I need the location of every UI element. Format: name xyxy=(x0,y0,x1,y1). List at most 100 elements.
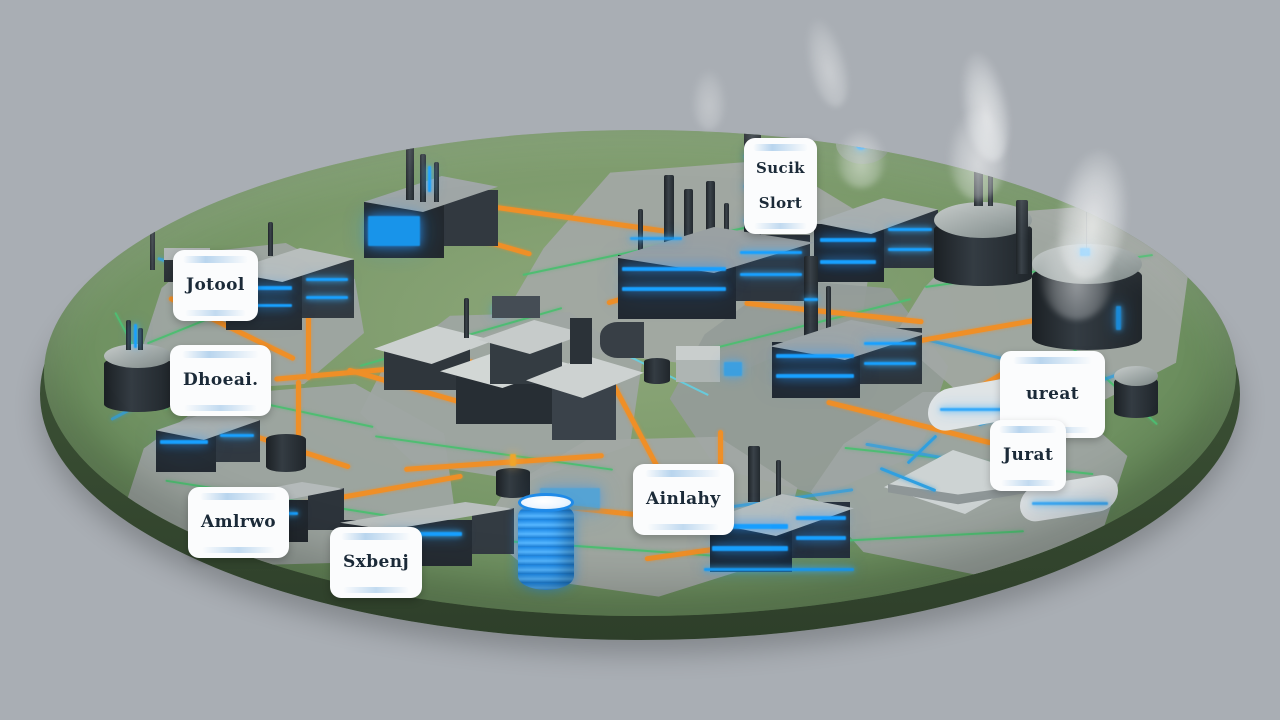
depot-face-right xyxy=(472,508,514,554)
campus-b1-face xyxy=(384,348,470,390)
refinery-stack-e xyxy=(638,209,643,261)
campus-wall xyxy=(600,322,644,358)
south-glow-4 xyxy=(796,536,846,540)
label-center-south[interactable]: Ainlahy xyxy=(633,464,734,535)
tank-body xyxy=(104,356,172,412)
depot-flare xyxy=(510,454,516,466)
pipeline-n-2 xyxy=(606,259,752,306)
east-ref-glow-3 xyxy=(864,342,916,345)
smoke-plume-tank-2 xyxy=(1040,230,1114,320)
campus-mast xyxy=(464,298,469,338)
label-east-yard[interactable]: Jurat xyxy=(990,420,1067,491)
east-ref-glow-1 xyxy=(776,354,854,358)
refinery-body-right xyxy=(736,235,810,301)
east-ref-face-left xyxy=(772,342,860,398)
pipeline-sw-2 xyxy=(275,473,463,512)
yard-pipe-a xyxy=(879,466,937,493)
silo-body xyxy=(518,502,574,590)
campus-b1-roof xyxy=(374,326,494,364)
small-plant-roof xyxy=(676,346,720,360)
label-text: Jurat xyxy=(1003,444,1054,465)
module-glow-2 xyxy=(820,260,876,264)
plant-glow-panel xyxy=(368,216,420,246)
label-text-line1: Sucik xyxy=(756,159,805,178)
vent-stack xyxy=(126,320,131,350)
tank-roof xyxy=(104,344,172,368)
small-plant-glow xyxy=(724,362,742,376)
complex-glow-3 xyxy=(306,278,348,281)
module-glow-4 xyxy=(888,248,932,251)
pipeline-n-1 xyxy=(480,202,670,235)
east-tower-1 xyxy=(804,256,818,340)
smoke-plume-mast xyxy=(797,14,857,112)
campus-tower-face xyxy=(570,318,592,364)
east-ref-face-right xyxy=(860,328,922,384)
nw-stack xyxy=(150,224,155,270)
hall-face-right xyxy=(308,488,344,530)
boundary-far-w xyxy=(114,311,168,411)
module-face-right xyxy=(884,210,938,268)
boundary-n xyxy=(522,222,768,276)
refinery-glow-2 xyxy=(622,287,726,291)
module-glow-3 xyxy=(888,228,932,231)
silo-top xyxy=(518,493,574,512)
label-text: Jotool xyxy=(186,274,245,295)
label-text: Amlrwo xyxy=(201,511,276,532)
plant-glow-stack xyxy=(428,166,431,192)
east-ref-glow-4 xyxy=(864,362,916,365)
storage-stack-2 xyxy=(1016,200,1028,274)
pipeline-junction-riser xyxy=(296,380,301,450)
east-tower-2 xyxy=(826,286,831,342)
east-ref-deck xyxy=(770,320,926,360)
south-face-right xyxy=(792,502,850,558)
label-text: Sxbenj xyxy=(343,551,410,572)
plant-stack-2 xyxy=(420,154,426,202)
pipeline-sw-1 xyxy=(197,415,351,470)
label-west-plant[interactable]: Dhoeai. xyxy=(170,345,272,416)
refinery-glow-1 xyxy=(622,267,726,271)
pipeline-center-2 xyxy=(404,453,604,472)
boundary-center xyxy=(359,307,563,367)
label-south-depot[interactable]: Sxbenj xyxy=(330,527,423,598)
plant-stack-3 xyxy=(434,162,439,202)
smoke-plume-stack-center xyxy=(692,70,726,130)
refinery-stack-c xyxy=(684,189,693,255)
pipeline-junction-node xyxy=(580,422,591,433)
label-northwest-tank[interactable]: Jotool xyxy=(173,250,258,321)
vent-stack-2 xyxy=(138,328,143,350)
smoke-plume-refinery-2 xyxy=(948,110,1008,200)
small-plant-face xyxy=(676,356,720,382)
boundary-se2 xyxy=(804,530,1024,544)
label-north-refinery[interactable]: Sucik Slort xyxy=(744,138,817,235)
refinery-body-left xyxy=(618,255,736,319)
pipeline-riser-2 xyxy=(306,290,311,380)
pipeline-e-1 xyxy=(904,311,1074,346)
campus-b3-face xyxy=(490,340,562,384)
vessel-glow xyxy=(856,140,866,150)
sw-face-right xyxy=(216,420,260,462)
refinery-glow-3 xyxy=(740,251,802,254)
pipeline-s-2 xyxy=(644,531,824,562)
label-southwest-unit[interactable]: Amlrwo xyxy=(188,487,289,558)
east-tank-roof xyxy=(1114,366,1158,386)
plant-face-right xyxy=(444,190,498,246)
sw-face-left xyxy=(156,430,216,472)
depot-skid xyxy=(540,488,600,510)
east-tank-body xyxy=(1114,376,1158,418)
label-text: Ainlahy xyxy=(646,488,721,509)
boundary-s xyxy=(484,538,754,560)
campus-b4-roof xyxy=(526,356,644,398)
complex-glow-4 xyxy=(306,296,348,299)
boundary-e xyxy=(687,298,911,356)
pipeline-ne-1 xyxy=(744,300,924,325)
south-stack-2 xyxy=(776,460,781,504)
yard-pipe-b xyxy=(906,434,938,465)
campus-glow xyxy=(494,306,504,314)
refinery-stack-b xyxy=(664,175,674,253)
east-tower-glow xyxy=(804,298,818,301)
storage-glow-2 xyxy=(1116,306,1121,330)
south-glow-3 xyxy=(796,516,846,520)
storage-tank-1-roof xyxy=(934,202,1032,238)
boundary-center2 xyxy=(375,435,613,471)
